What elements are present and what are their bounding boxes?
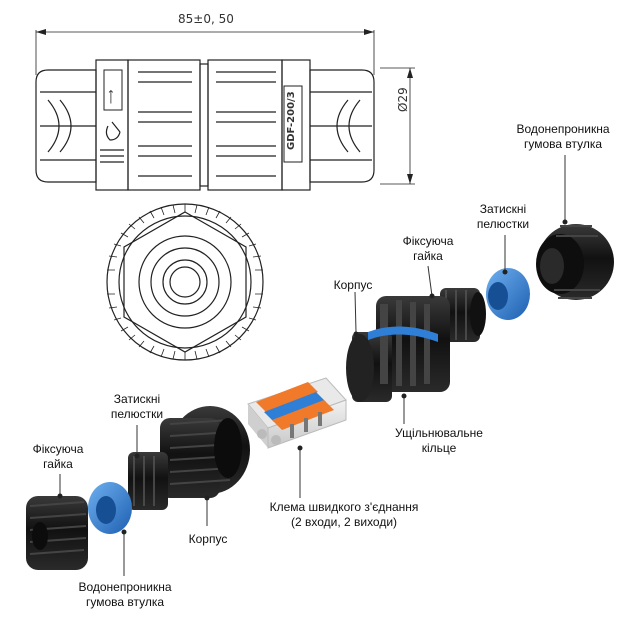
length-dimension: 85±0, 50 (178, 12, 234, 26)
label-clamp-top: Затискні пелюстки (458, 202, 548, 232)
diameter-dimension: Ø29 (396, 87, 410, 112)
label-terminal-line2: (2 входи, 2 виходи) (290, 515, 398, 529)
left-sealing-nut (26, 496, 88, 570)
label-nut-left-line1: Фіксуюча (32, 442, 84, 456)
quick-connect-terminal (247, 377, 347, 449)
label-body-bottom: Корпус (188, 532, 228, 546)
leader-lines (59, 155, 566, 576)
label-nut-left-line2: гайка (43, 457, 73, 471)
label-nut-left: Фіксуюча гайка (18, 442, 98, 472)
model-marking: GDF-200/3 (286, 91, 297, 150)
label-seal-bottom: Водонепроникна гумова втулка (70, 580, 180, 610)
label-seal-top-line1: Водонепроникна (516, 122, 610, 136)
label-terminal: Клема швидкого з'єднання (2 входи, 2 вих… (244, 500, 444, 530)
label-body-top: Корпус (333, 278, 373, 292)
label-oring-line1: Ущільнювальне (395, 426, 483, 440)
left-housing (160, 406, 250, 498)
label-nut-top-line2: гайка (413, 249, 443, 263)
arrow-marking: ⟶ (106, 89, 117, 104)
left-blue-seal (88, 482, 132, 534)
screwdriver-symbol (105, 121, 121, 141)
marking-plate-left (103, 69, 123, 111)
right-blue-seal (486, 268, 530, 320)
label-oring: Ущільнювальне кільце (384, 426, 494, 456)
end-view-drawing (106, 203, 264, 361)
left-clamp-fingers (128, 452, 168, 510)
label-clamp-left-line2: пелюстки (110, 407, 164, 421)
label-oring-line2: кільце (421, 441, 457, 455)
label-clamp-left-line1: Затискні (113, 392, 161, 406)
side-view-drawing (35, 29, 415, 191)
label-seal-top-line2: гумова втулка (523, 137, 603, 151)
label-clamp-top-line1: Затискні (479, 202, 527, 216)
label-nut-top-line1: Фіксуюча (402, 234, 454, 248)
label-seal-top: Водонепроникна гумова втулка (508, 122, 618, 152)
label-clamp-left: Затискні пелюстки (92, 392, 182, 422)
right-housing (346, 296, 450, 402)
label-nut-top: Фіксуюча гайка (388, 234, 468, 264)
label-seal-bottom-line1: Водонепроникна (78, 580, 172, 594)
label-seal-bottom-line2: гумова втулка (85, 595, 165, 609)
leader-dots (57, 219, 568, 535)
label-clamp-top-line2: пелюстки (476, 217, 530, 231)
marking-plate-right (283, 85, 303, 163)
label-terminal-line1: Клема швидкого з'єднання (269, 500, 419, 514)
right-sealing-cap (536, 224, 614, 300)
